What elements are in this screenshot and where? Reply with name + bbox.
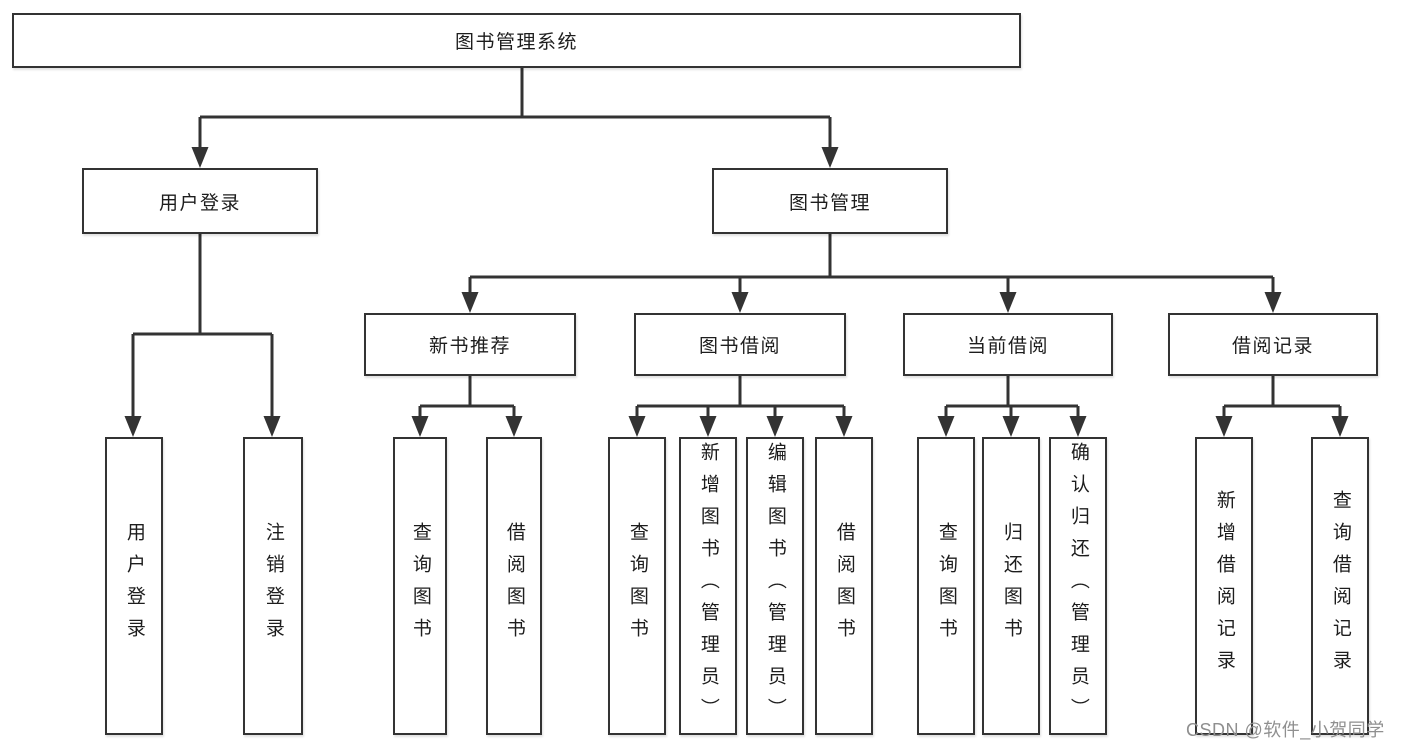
node-leaf-edit-books-admin: 编辑图书（管理员） bbox=[746, 437, 804, 735]
node-book-borrowing: 图书借阅 bbox=[634, 313, 846, 376]
node-label: 借阅图书 bbox=[833, 522, 855, 650]
node-leaf-recommend-borrow-books: 借阅图书 bbox=[486, 437, 542, 735]
node-leaf-return-books: 归还图书 bbox=[982, 437, 1040, 735]
node-label: 归还图书 bbox=[1000, 522, 1022, 650]
node-leaf-borrow-books: 借阅图书 bbox=[815, 437, 873, 735]
csdn-watermark: CSDN @软件_小贺同学 bbox=[1186, 720, 1385, 740]
node-book-management: 图书管理 bbox=[712, 168, 948, 234]
node-label: 借阅记录 bbox=[1231, 336, 1314, 357]
node-label: 注销登录 bbox=[262, 522, 284, 650]
node-label: 图书借阅 bbox=[698, 336, 781, 357]
node-new-book-recommendation: 新书推荐 bbox=[364, 313, 576, 376]
node-label: 查询图书 bbox=[409, 522, 431, 650]
node-library-management-system: 图书管理系统 bbox=[12, 13, 1021, 68]
node-leaf-borrowing-query-books: 查询图书 bbox=[608, 437, 666, 735]
node-label: 查询借阅记录 bbox=[1329, 490, 1351, 682]
node-label: 新增图书（管理员） bbox=[697, 442, 719, 730]
node-leaf-query-borrow-record: 查询借阅记录 bbox=[1311, 437, 1369, 735]
node-leaf-current-query-books: 查询图书 bbox=[917, 437, 975, 735]
node-label: 图书管理系统 bbox=[454, 32, 578, 53]
node-label: 借阅图书 bbox=[503, 522, 525, 650]
node-label: 新书推荐 bbox=[428, 336, 511, 357]
node-leaf-user-login: 用户登录 bbox=[105, 437, 163, 735]
node-label: 新增借阅记录 bbox=[1213, 490, 1235, 682]
node-label: 确认归还（管理员） bbox=[1067, 442, 1089, 730]
node-leaf-logout: 注销登录 bbox=[243, 437, 303, 735]
node-label: 用户登录 bbox=[158, 192, 241, 214]
node-label: 查询图书 bbox=[935, 522, 957, 650]
node-label: 当前借阅 bbox=[966, 336, 1049, 357]
node-label: 图书管理 bbox=[788, 192, 871, 214]
arrowheads bbox=[124, 147, 1349, 437]
node-label: 查询图书 bbox=[626, 522, 648, 650]
node-leaf-add-books-admin: 新增图书（管理员） bbox=[679, 437, 737, 735]
node-borrowing-records: 借阅记录 bbox=[1168, 313, 1378, 376]
node-label: 用户登录 bbox=[123, 522, 145, 650]
node-user-login: 用户登录 bbox=[82, 168, 318, 234]
node-leaf-confirm-return-admin: 确认归还（管理员） bbox=[1049, 437, 1107, 735]
node-leaf-recommend-query-books: 查询图书 bbox=[393, 437, 447, 735]
node-label: 编辑图书（管理员） bbox=[764, 442, 786, 730]
node-leaf-add-borrow-record: 新增借阅记录 bbox=[1195, 437, 1253, 735]
node-current-borrowing: 当前借阅 bbox=[903, 313, 1113, 376]
